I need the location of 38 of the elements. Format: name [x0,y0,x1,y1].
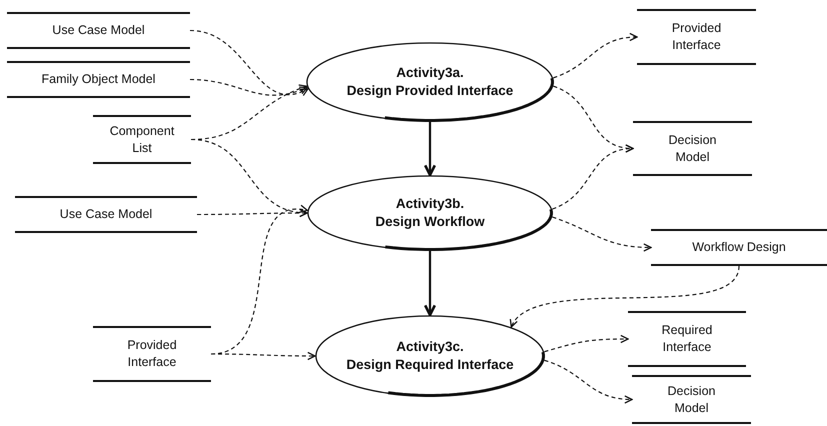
store-label: Decision Model [668,132,718,166]
dashed-arrow [552,216,652,252]
store-label: Provided Interface [670,20,722,54]
dashed-arrow [190,78,308,96]
dashed-arrow [190,30,309,96]
store-label: Family Object Model [42,71,156,88]
store-label: Component List [108,122,176,156]
dashed-arrow [544,334,629,352]
store-label: Decision Model [666,382,716,416]
activity-title: Design Provided Interface [346,82,514,100]
data-store [7,12,190,49]
dashed-arrow [211,352,316,360]
dashed-arrow [552,144,634,210]
data-store [628,311,746,367]
store-label: Workflow Design [692,239,786,256]
activity-number: Activity3b. [396,195,464,213]
dashed-arrow [544,360,633,404]
activity-number: Activity3c. [396,338,464,356]
data-store [633,121,752,176]
dashed-arrow [510,266,740,328]
dashed-arrow [197,208,308,218]
store-label: Required Interface [660,322,714,356]
data-store [651,229,827,266]
data-store [93,326,211,382]
store-label: Use Case Model [52,22,145,39]
store-label: Use Case Model [60,206,152,223]
arrow [424,122,436,176]
data-store [7,61,190,98]
data-store [637,9,756,65]
dashed-arrow [553,33,638,78]
activity-title: Design Workflow [375,213,485,231]
data-store [632,375,751,424]
data-store [15,196,197,233]
activity-title: Design Required Interface [346,356,514,374]
store-label: Provided Interface [126,337,178,371]
activity-number: Activity3a. [396,64,464,82]
data-store [93,115,191,164]
arrow [424,251,436,316]
